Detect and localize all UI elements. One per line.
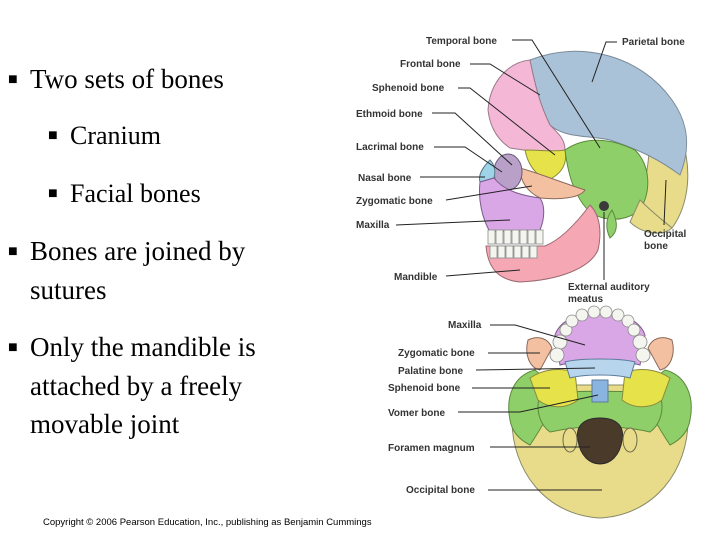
bullet-text: Facial bones: [70, 179, 201, 208]
square-bullet-icon: ■: [48, 185, 58, 202]
square-bullet-icon: ■: [8, 243, 18, 260]
bullet-text: Cranium: [70, 121, 161, 150]
label-palatine-inferior: Palatine bone: [398, 366, 463, 377]
palatine-bone-inferior: [564, 358, 636, 379]
mastoid-process: [606, 209, 617, 239]
copyright-notice: Copyright © 2006 Pearson Education, Inc.…: [43, 517, 372, 528]
bullet-text-continued: sutures: [30, 275, 107, 305]
label-occipital-inferior: Occipital bone: [406, 485, 475, 496]
lateral-skull-diagram: [479, 50, 689, 283]
lower-teeth-lateral: [489, 245, 538, 259]
occipital-lower-lateral: [629, 199, 673, 234]
occipital-condyle-right: [622, 427, 638, 453]
bullet-facial-bones: ■ Facial bones: [48, 176, 201, 212]
square-bullet-icon: ■: [8, 339, 18, 356]
label-occipital: Occipital: [644, 229, 686, 240]
bullet-text-continued: movable joint: [30, 409, 180, 439]
label-maxilla: Maxilla: [356, 220, 390, 231]
label-vomer-inferior: Vomer bone: [388, 408, 445, 419]
bullet-text: Only the mandible is: [30, 332, 256, 362]
bullet-cranium: ■ Cranium: [48, 118, 161, 154]
external-auditory-meatus-lateral: [599, 201, 609, 211]
zygomatic-bone-inferior-right: [647, 337, 674, 371]
label-zygomatic-inferior: Zygomatic bone: [398, 348, 475, 359]
label-occipital-bone: bone: [644, 241, 668, 252]
label-frontal: Frontal bone: [400, 59, 461, 70]
label-ear-canal-2: meatus: [568, 294, 603, 305]
vomer-bone-inferior: [591, 379, 609, 403]
square-bullet-icon: ■: [8, 71, 18, 88]
label-lacrimal: Lacrimal bone: [356, 142, 424, 153]
label-ear-canal: External auditory: [568, 282, 650, 293]
label-foramen-magnum: Foramen magnum: [388, 443, 475, 454]
sphenoid-bone-inferior: [529, 369, 579, 408]
label-sphenoid-inferior: Sphenoid bone: [388, 383, 461, 394]
frontal-bone-lateral: [487, 59, 566, 153]
teeth-arch-inferior: [549, 305, 651, 363]
bullet-sutures: ■ Bones are joined by sutures: [8, 232, 245, 309]
occipital-condyle-left: [562, 427, 578, 453]
bullet-two-sets: ■ Two sets of bones: [8, 60, 224, 99]
label-parietal: Parietal bone: [622, 37, 685, 48]
label-nasal: Nasal bone: [358, 173, 412, 184]
bullet-text: Two sets of bones: [30, 64, 224, 94]
foramen-magnum: [576, 417, 624, 465]
sphenoid-bone-inferior-right: [621, 369, 671, 408]
inferior-labels: Maxilla Zygomatic bone Palatine bone Sph…: [388, 320, 602, 496]
label-zygomatic: Zygomatic bone: [356, 196, 433, 207]
bullet-text: Bones are joined by: [30, 236, 246, 266]
bullet-text-continued: attached by a freely: [30, 371, 243, 401]
upper-teeth-lateral: [487, 229, 544, 245]
label-sphenoid: Sphenoid bone: [372, 83, 445, 94]
zygomatic-bone-inferior-left: [526, 337, 553, 371]
bullet-mandible: ■ Only the mandible is attached by a free…: [8, 328, 256, 443]
label-mandible: Mandible: [394, 272, 438, 283]
sphenoid-bone-lateral: [524, 149, 567, 181]
label-temporal: Temporal bone: [426, 36, 497, 47]
mandible-lateral: [485, 204, 601, 283]
label-ethmoid: Ethmoid bone: [356, 109, 423, 120]
lateral-labels: Temporal bone Parietal bone Frontal bone…: [356, 36, 686, 305]
inferior-skull-diagram: [508, 305, 692, 519]
label-maxilla-inferior: Maxilla: [448, 320, 482, 331]
square-bullet-icon: ■: [48, 127, 58, 144]
